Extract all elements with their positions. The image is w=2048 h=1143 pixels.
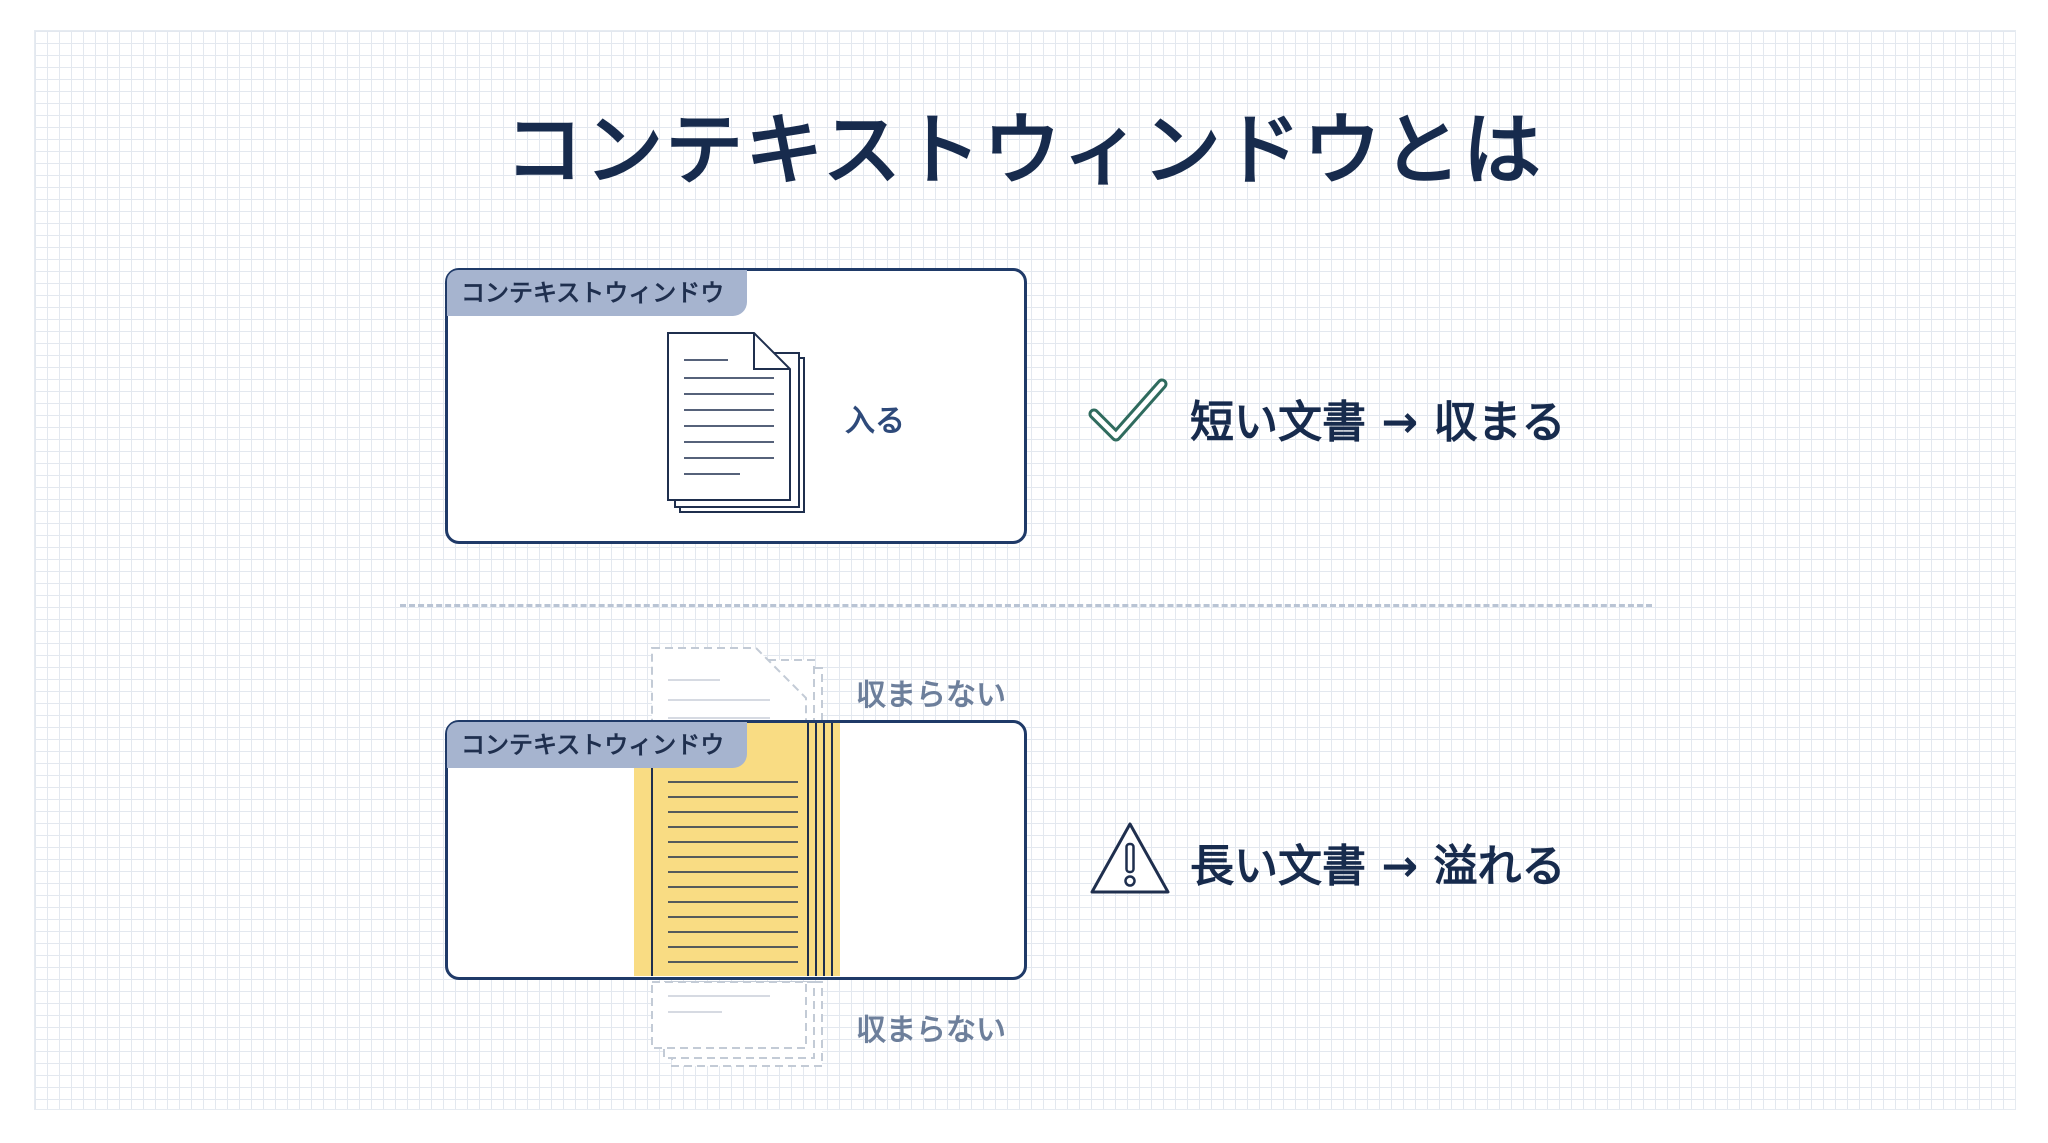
check-icon [1088, 378, 1168, 442]
fit-label: 入る [845, 404, 905, 439]
page-title: コンテキストウィンドウとは [505, 106, 1543, 196]
overflow-label-top: 収まらない [856, 678, 1006, 713]
long-document-result: 長い文書 → 溢れる [1190, 841, 1566, 892]
context-window-box-long: コンテキストウィンドウ [445, 720, 1027, 980]
context-window-label: コンテキストウィンドウ [447, 722, 747, 768]
section-divider [400, 604, 1652, 607]
warning-icon [1090, 822, 1170, 894]
overflow-label-bottom: 収まらない [856, 1013, 1006, 1048]
grid-background [34, 30, 2016, 1110]
short-document-result: 短い文書 → 収まる [1190, 397, 1566, 448]
context-window-label: コンテキストウィンドウ [447, 270, 747, 316]
context-window-box-short: コンテキストウィンドウ [445, 268, 1027, 544]
